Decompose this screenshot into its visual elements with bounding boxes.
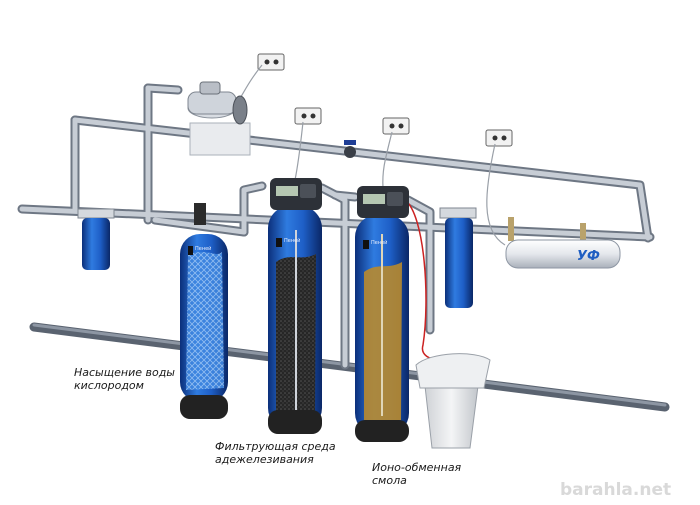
prefilter-left [77,208,115,270]
label-oxygen-saturation: Насыщение воды кислородом [74,366,175,392]
power-socket-icon [294,107,322,125]
deferrization-tank [268,206,322,434]
tank-brand-label: Пеней [284,238,301,244]
uv-lamp-icon [505,217,621,269]
tank-brand-label: Пеней [371,240,388,246]
power-socket-icon [382,117,410,135]
oxygen-tank [180,203,228,419]
ion-exchange-tank [355,215,409,442]
power-socket-icon [257,53,285,71]
aerator-compressor-icon [187,81,251,156]
watermark: barahla.net [560,480,672,500]
uv-label: УФ [577,249,600,264]
ball-valve-icon [344,140,356,158]
power-cables [237,64,506,246]
power-socket-icon [485,129,513,147]
label-deferrization-media: Фильтрующая среда адежелезивания [215,440,336,466]
control-valve-icon [270,178,322,210]
brine-tank-icon [415,353,491,449]
pipe-network [17,83,655,370]
label-ion-exchange-resin: Ионо-обменная смола [372,461,462,487]
control-valve-icon [357,186,409,218]
fine-filter-right [439,207,477,308]
tank-brand-label: Пеней [195,246,212,252]
